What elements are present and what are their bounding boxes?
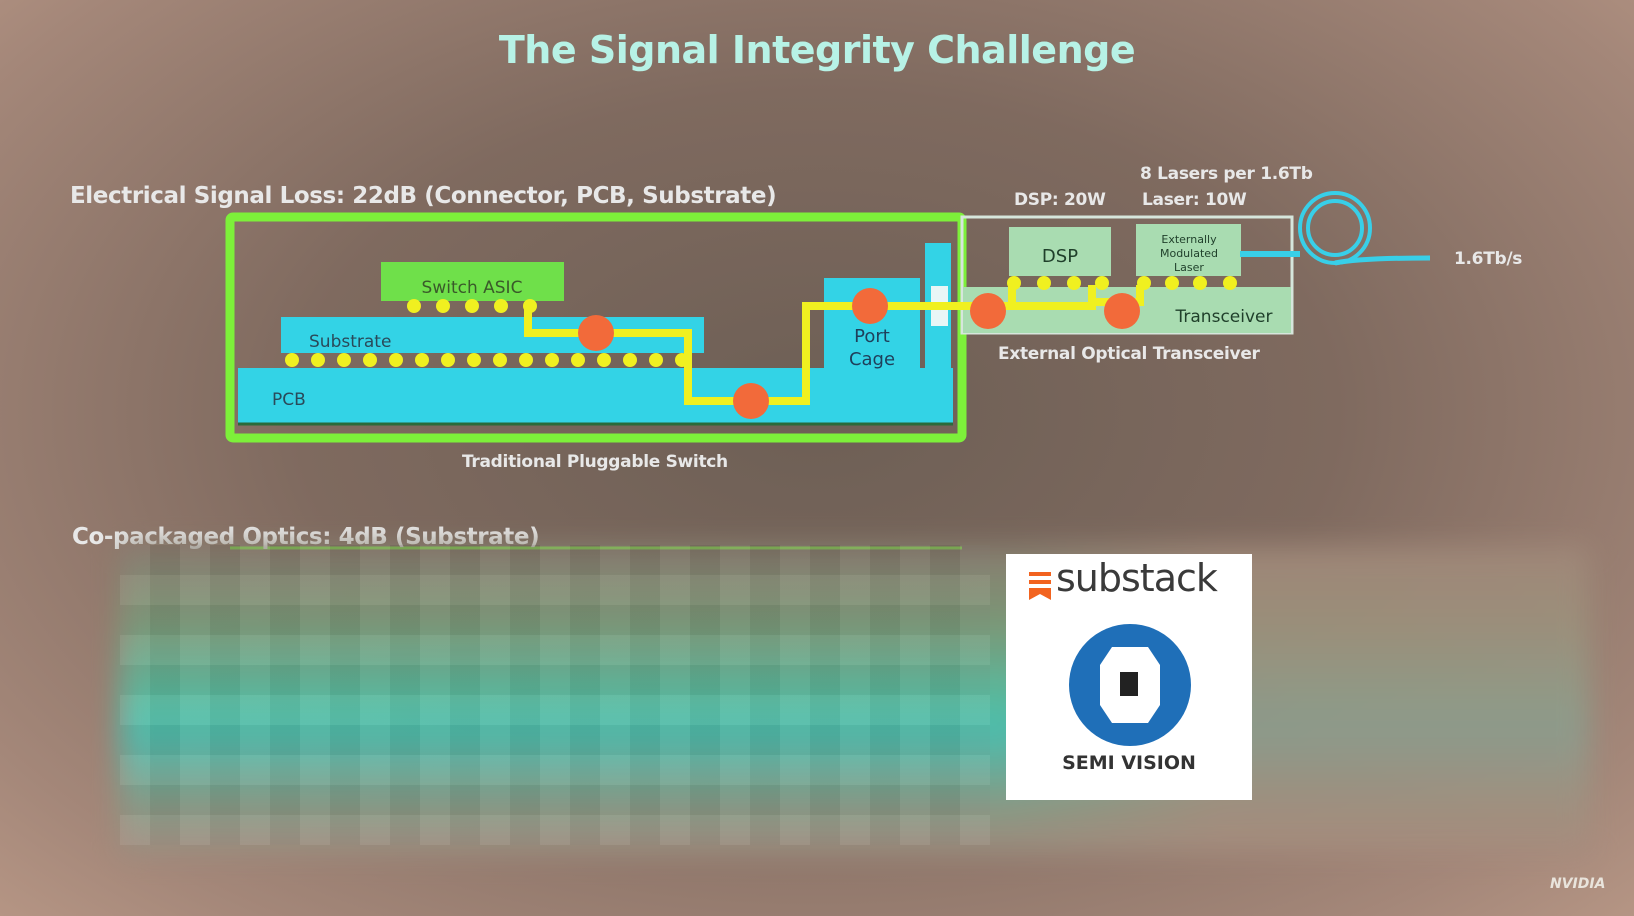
lasers-label-1: 8 Lasers per 1.6Tb [1140, 164, 1313, 184]
fiber-output [1334, 255, 1431, 266]
asic-label: Switch ASIC [422, 278, 523, 298]
laser-label-2: Modulated [1160, 247, 1218, 260]
fiber-loop-inner [1306, 199, 1364, 257]
signal-path-2 [1012, 285, 1096, 310]
semi-vision-logo-icon [1069, 624, 1191, 746]
port-cage-label-2: Cage [849, 349, 895, 370]
slide-title: The Signal Integrity Challenge [498, 28, 1136, 72]
dsp-label: DSP [1042, 246, 1078, 267]
switch-caption: Traditional Pluggable Switch [462, 452, 728, 472]
nvidia-logo: NVIDIA [1550, 876, 1606, 892]
dsp-power-label: DSP: 20W [1014, 190, 1106, 210]
switch-asic [381, 262, 564, 301]
laser-chip [1136, 224, 1241, 276]
rate-label: 1.6Tb/s [1454, 249, 1523, 269]
transceiver-caption: External Optical Transceiver [998, 344, 1260, 364]
lasers-label-2: Laser: 10W [1142, 190, 1247, 210]
laser-label-3: Laser [1174, 261, 1204, 274]
pcb-label: PCB [272, 390, 306, 410]
asic-bumps [407, 299, 537, 313]
pixelated-region [120, 545, 1590, 855]
transceiver-box-label: Transceiver [1175, 307, 1273, 327]
substack-icon [1029, 572, 1051, 600]
laser-label-1: Externally [1161, 233, 1217, 246]
electrical-loss-heading: Electrical Signal Loss: 22dB (Connector,… [70, 183, 777, 209]
substrate-bumps [285, 353, 689, 367]
watermark-brand: substack [1056, 556, 1218, 600]
port-cage-label-1: Port [854, 326, 890, 347]
dsp-chip [1009, 227, 1111, 276]
watermark-name: SEMI VISION [1062, 752, 1196, 774]
pixelation-grid [120, 545, 990, 845]
loss-markers [578, 288, 1140, 419]
substrate-label: Substrate [309, 332, 391, 352]
pcb-layer [238, 368, 953, 423]
transceiver-bumps [1007, 276, 1237, 290]
